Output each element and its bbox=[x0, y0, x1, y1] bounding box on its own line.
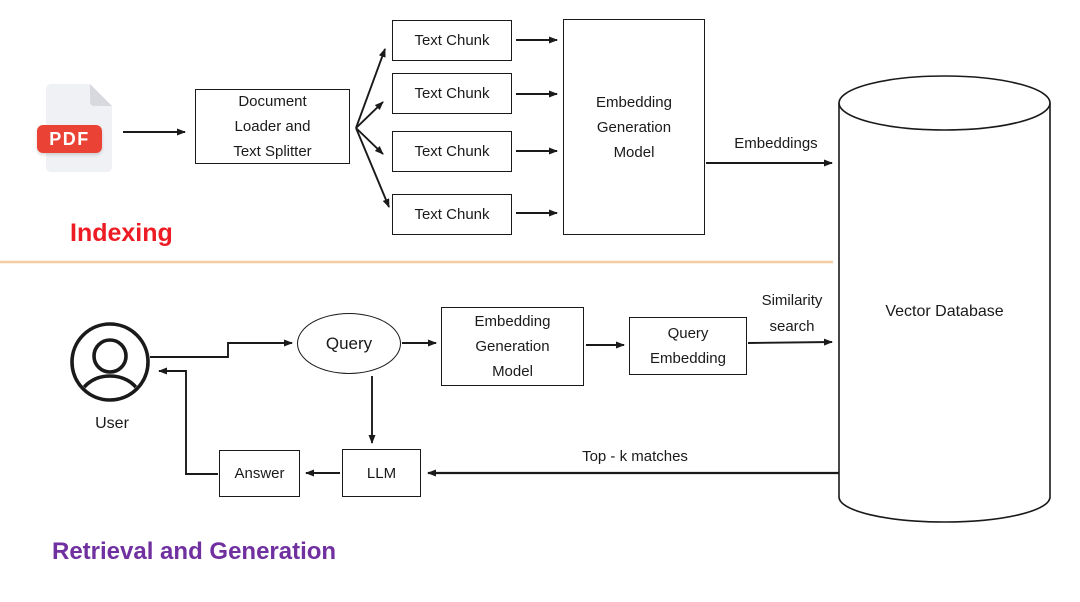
pdf-badge-label: PDF bbox=[37, 125, 102, 153]
text-chunk-label: Text Chunk bbox=[414, 143, 490, 160]
vector-database-label: Vector Database bbox=[885, 303, 1004, 320]
user-icon bbox=[70, 322, 150, 402]
arrow-similarity-search-to-vectordb bbox=[747, 338, 833, 346]
text-chunk-box-4: Text Chunk bbox=[392, 194, 512, 235]
query-embedding-box: Query Embedding bbox=[629, 317, 747, 375]
query-label: Query bbox=[325, 334, 373, 353]
arrow-user-to-query bbox=[150, 339, 293, 358]
text-chunk-box-3: Text Chunk bbox=[392, 131, 512, 172]
llm-box: LLM bbox=[342, 449, 421, 497]
text-chunk-box-1: Text Chunk bbox=[392, 20, 512, 61]
text-chunk-label: Text Chunk bbox=[414, 85, 490, 102]
pdf-folded-corner bbox=[90, 84, 112, 106]
vector-database-cylinder bbox=[838, 75, 1051, 523]
text-chunk-label: Text Chunk bbox=[414, 32, 490, 49]
embeddings-edge-label: Embeddings bbox=[734, 135, 818, 152]
embedding-generation-model-box-retrieval: Embedding Generation Model bbox=[441, 307, 584, 386]
document-loader-box: Document Loader and Text Splitter bbox=[195, 89, 350, 164]
document-loader-label: Document Loader and Text Splitter bbox=[233, 93, 312, 160]
top-k-matches-edge-label: Top - k matches bbox=[582, 448, 688, 465]
text-chunk-box-2: Text Chunk bbox=[392, 73, 512, 114]
arrow-answer-to-user bbox=[158, 367, 218, 475]
text-chunk-label: Text Chunk bbox=[414, 206, 490, 223]
similarity-search-edge-label: Similarity search bbox=[761, 292, 823, 335]
arrow-loader-to-chunk-2 bbox=[355, 101, 384, 129]
answer-label: Answer bbox=[234, 465, 285, 482]
embedding-model-label: Embedding Generation Model bbox=[474, 313, 551, 380]
embedding-generation-model-box-indexing: Embedding Generation Model bbox=[563, 19, 705, 235]
llm-label: LLM bbox=[366, 464, 397, 482]
answer-box: Answer bbox=[219, 450, 300, 497]
arrow-loader-to-chunk-3 bbox=[355, 127, 384, 155]
arrow-loader-to-chunk-4 bbox=[355, 127, 390, 208]
query-ellipse: Query bbox=[297, 313, 401, 374]
query-embedding-label: Query Embedding bbox=[650, 325, 726, 367]
embedding-model-label: Embedding Generation Model bbox=[596, 93, 672, 161]
indexing-section-title: Indexing bbox=[70, 219, 173, 247]
pdf-file-icon: PDF bbox=[37, 84, 113, 173]
retrieval-generation-section-title: Retrieval and Generation bbox=[52, 538, 337, 565]
user-label: User bbox=[95, 415, 129, 432]
arrow-loader-to-chunk-1 bbox=[355, 48, 386, 129]
